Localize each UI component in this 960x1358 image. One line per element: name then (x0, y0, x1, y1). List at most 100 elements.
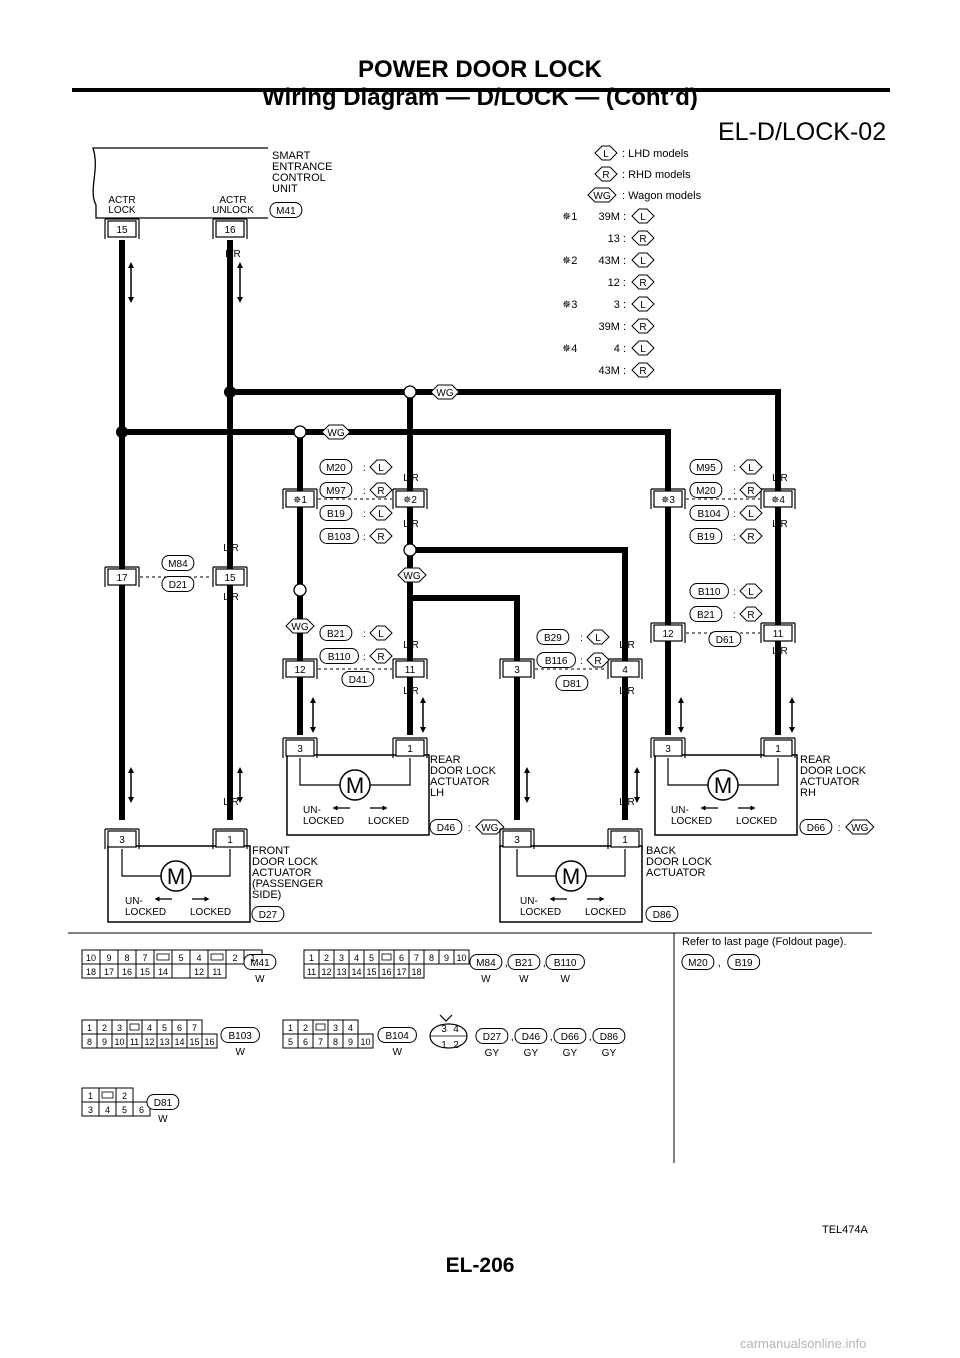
unlocked-label: LOCKED (520, 907, 561, 918)
cavity-number: 16 (204, 1037, 214, 1047)
actuator-name: ACTUATOR (252, 867, 312, 879)
terminal-color: W (560, 974, 570, 985)
pin-number: 1 (622, 835, 628, 846)
actuator-name: SIDE) (252, 889, 281, 901)
option-box (285, 490, 315, 508)
motor-symbol (555, 860, 587, 892)
option-connector: M95 (696, 463, 716, 474)
actuator-name: DOOR LOCK (252, 856, 319, 868)
wire (410, 547, 628, 660)
locked-label: LOCKED (585, 907, 626, 918)
model-tag (739, 459, 763, 475)
model-tag (369, 648, 393, 664)
cavity-number: 7 (142, 953, 147, 963)
pin-box (215, 568, 245, 586)
locked-label: LOCKED (736, 816, 777, 827)
connector-name: M41 (276, 206, 296, 217)
model-tag-label: R (377, 486, 384, 497)
model-tag-label: WG (851, 823, 868, 834)
cavity-number: 3 (333, 1023, 338, 1033)
option-connector: B19 (697, 532, 715, 543)
model-tag (475, 819, 505, 835)
connector-badge (341, 671, 375, 687)
motor-symbol (160, 860, 192, 892)
wire-color-label: L/R (403, 473, 419, 484)
wire-color-label: L (297, 640, 303, 651)
pin-number: 3 (119, 835, 125, 846)
actuator-name: DOOR LOCK (646, 856, 713, 868)
label-separator: , (718, 957, 721, 969)
cavity (207, 963, 227, 979)
model-tag (369, 625, 393, 641)
terminal-color: GY (524, 1048, 539, 1059)
legend-description: : LHD models (622, 148, 689, 160)
page-number: EL-206 (445, 1254, 515, 1277)
pin-number: 1 (407, 744, 413, 755)
pin-box (653, 624, 683, 642)
cavity-number: 17 (396, 967, 406, 977)
model-tag-label: R (639, 234, 646, 245)
connector-badge (319, 648, 359, 664)
connector-badge (536, 652, 576, 668)
cavity-number: 5 (178, 953, 183, 963)
actuator-name: RH (800, 787, 816, 799)
pin-number: 17 (116, 573, 128, 584)
actuator-name: ACTUATOR (646, 867, 706, 879)
terminal-connector: B110 (554, 958, 577, 969)
wire-color-label: L/R (772, 646, 788, 657)
splice-dot (224, 386, 236, 398)
option-connector: B110 (698, 587, 721, 598)
connector-badge (514, 1028, 548, 1044)
cavity-number: 4 (348, 1023, 353, 1033)
option-colon: : (363, 463, 366, 474)
pin-box (107, 568, 137, 586)
model-tag (631, 208, 655, 224)
motor-label: M (346, 773, 364, 798)
cavity-number: 5 (122, 1105, 127, 1115)
motor-symbol (339, 769, 371, 801)
model-tag (739, 606, 763, 622)
figure-code: TEL474A (822, 1224, 868, 1236)
cavity-number: 5 (162, 1023, 167, 1033)
pin-number: 3 (514, 835, 520, 846)
cavity-lock (101, 1091, 114, 1099)
unlocked-label: UN- (125, 896, 143, 907)
model-tag-label: WG (403, 571, 420, 582)
model-tag-label: R (639, 366, 646, 377)
cavity (453, 949, 470, 965)
label-separator: , (505, 957, 508, 969)
connector-name: M84 (168, 559, 188, 570)
model-tag-label: WG (436, 388, 453, 399)
option-colon: : (363, 629, 366, 640)
diagram-subtitle: Wiring Diagram — D/LOCK — (Cont’d) (262, 84, 698, 111)
motor-label: M (167, 864, 185, 889)
option-box (395, 490, 425, 508)
option-colon: : (363, 652, 366, 663)
cavity (171, 963, 191, 979)
connector-badge (507, 954, 541, 970)
label-separator: , (550, 1031, 553, 1043)
pin-number: 3 (514, 665, 520, 676)
connector-badge (553, 1028, 587, 1044)
terminal-color: GY (602, 1048, 617, 1059)
pin-box (502, 830, 532, 848)
cavity-number: 17 (104, 967, 114, 977)
model-tag (397, 567, 427, 583)
connector-badge (319, 505, 353, 521)
cavity-number: 5 (369, 953, 374, 963)
actuator-name: ACTUATOR (430, 776, 490, 788)
cavity-number: 7 (414, 953, 419, 963)
cavity-number: 11 (307, 967, 316, 977)
terminal-connector: B104 (386, 1031, 410, 1042)
wire-color-label: L (514, 686, 520, 697)
option-connector: M20 (326, 463, 346, 474)
pin-label: LOCK (108, 205, 136, 216)
cavity-number: 4 (196, 953, 201, 963)
wire-color-label: L/R (403, 640, 419, 651)
wire-color-label: L (119, 592, 125, 603)
cavity-number: 1 (87, 1023, 92, 1033)
connector-name: D61 (716, 635, 735, 646)
connector-badge (555, 675, 589, 691)
cavity-number: 8 (124, 953, 129, 963)
label-separator: , (543, 957, 546, 969)
